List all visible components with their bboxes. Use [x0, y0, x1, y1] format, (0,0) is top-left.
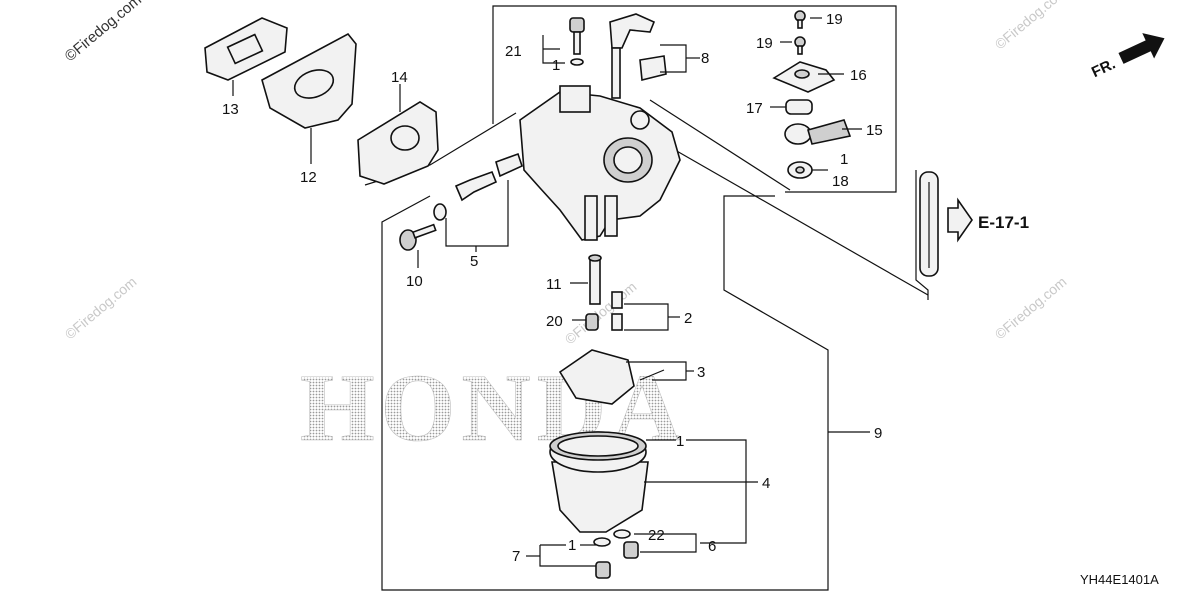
fuel-hose — [919, 171, 939, 277]
callout-19: 19 — [826, 11, 843, 28]
callout-1: 1 — [568, 537, 576, 554]
connector-line — [674, 149, 929, 296]
gasket-17 — [785, 99, 813, 115]
callout-1: 1 — [676, 433, 684, 450]
float-3 — [558, 349, 665, 405]
reference-arrow — [947, 197, 973, 243]
callout-9: 9 — [874, 425, 882, 442]
lever-8 — [609, 13, 667, 99]
callout-21: 21 — [505, 43, 522, 60]
assembly-frames — [364, 5, 929, 591]
screw-19b — [794, 36, 806, 55]
callout-22: 22 — [648, 527, 665, 544]
screw-19a — [794, 10, 806, 29]
callout-4: 4 — [762, 475, 770, 492]
callout-12: 12 — [300, 169, 317, 186]
watermark: ©Firedog.com — [62, 273, 140, 342]
gasket-13 — [204, 17, 288, 81]
float-chamber-4 — [549, 431, 649, 533]
main-frame — [381, 195, 829, 591]
callout-8: 8 — [701, 50, 709, 67]
upper-frame — [492, 5, 897, 193]
insulator-12 — [261, 32, 357, 129]
float-valve-2 — [611, 291, 623, 331]
callout-2: 2 — [684, 310, 692, 327]
lever-15 — [784, 119, 852, 145]
valve-18 — [787, 161, 813, 179]
front-direction-indicator: FR. — [1089, 33, 1165, 81]
callout-18: 18 — [832, 173, 849, 190]
callout-6: 6 — [708, 538, 716, 555]
callout-5: 5 — [470, 253, 478, 270]
callout-17: 17 — [746, 100, 763, 117]
nozzle-11 — [588, 254, 602, 305]
callout-15: 15 — [866, 122, 883, 139]
diagram-code: YH44E1401A — [1080, 572, 1159, 587]
callout-labels: 13 12 14 21 1 8 19 19 16 17 15 1 18 5 10… — [222, 11, 883, 565]
carburetor-body — [519, 85, 681, 241]
screw-10 — [399, 223, 437, 251]
drain-bolt-7 — [593, 537, 611, 579]
callout-14: 14 — [391, 69, 408, 86]
callout-16: 16 — [850, 67, 867, 84]
screw-21 — [569, 17, 585, 66]
callout-20: 20 — [546, 313, 563, 330]
pilot-screw-set-5 — [433, 152, 523, 221]
watermark: ©Firedog.com — [992, 273, 1070, 342]
cover-16 — [772, 61, 836, 93]
watermark: ©Firedog.com — [62, 0, 145, 65]
callout-1: 1 — [552, 57, 560, 74]
callout-19: 19 — [756, 35, 773, 52]
callout-3: 3 — [697, 364, 705, 381]
leader-lines — [232, 17, 870, 567]
callout-7: 7 — [512, 548, 520, 565]
watermark: ©Firedog.com — [992, 0, 1070, 52]
gasket-14 — [357, 101, 439, 185]
callout-13: 13 — [222, 101, 239, 118]
callout-10: 10 — [406, 273, 423, 290]
drain-bolt-6 — [613, 529, 639, 559]
direction-label: FR. — [1089, 55, 1118, 81]
reference-label: E-17-1 — [978, 213, 1029, 232]
callout-1: 1 — [840, 151, 848, 168]
jet-20 — [585, 313, 599, 331]
callout-11: 11 — [546, 276, 562, 293]
direction-arrow-icon — [1118, 33, 1165, 64]
connector-line — [649, 99, 791, 191]
hose-line — [915, 170, 929, 300]
